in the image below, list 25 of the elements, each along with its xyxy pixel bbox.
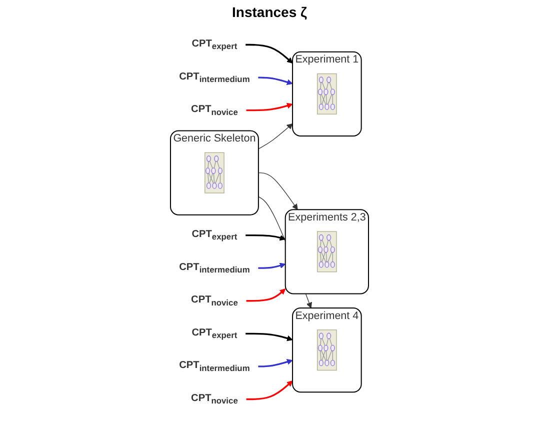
node-text: CPT$_{intermedium}$ [179, 261, 250, 275]
arrow [258, 262, 286, 269]
node-text: CPT$_{intermedium}$ [179, 359, 250, 373]
arrow [245, 234, 286, 241]
arrow [246, 380, 293, 400]
arrow [246, 102, 293, 112]
node-text: CPT$_{novice}$ [191, 294, 238, 308]
node-text: CPT$_{novice}$ [191, 103, 238, 117]
arrow [245, 44, 293, 64]
node-text: CPT$_{expert}$ [192, 228, 238, 242]
arrow [258, 172, 298, 210]
node-text: CPT$_{expert}$ [192, 326, 238, 340]
cluster: Generic Skeleton [170, 130, 259, 216]
node-text: CPT$_{expert}$ [192, 38, 238, 52]
cluster: Experiment 1 [292, 51, 362, 136]
cluster: Experiment 4 [292, 308, 362, 393]
node-text: CPT$_{intermedium}$ [179, 70, 250, 84]
arrow [258, 76, 293, 85]
arrow [258, 123, 293, 150]
arrow [246, 288, 286, 302]
arrow [245, 332, 293, 342]
node-text: CPT$_{novice}$ [191, 392, 238, 406]
cluster: Experiments 2,3 [284, 209, 369, 294]
arrow [258, 359, 293, 368]
title: Instances ζ [232, 4, 307, 20]
